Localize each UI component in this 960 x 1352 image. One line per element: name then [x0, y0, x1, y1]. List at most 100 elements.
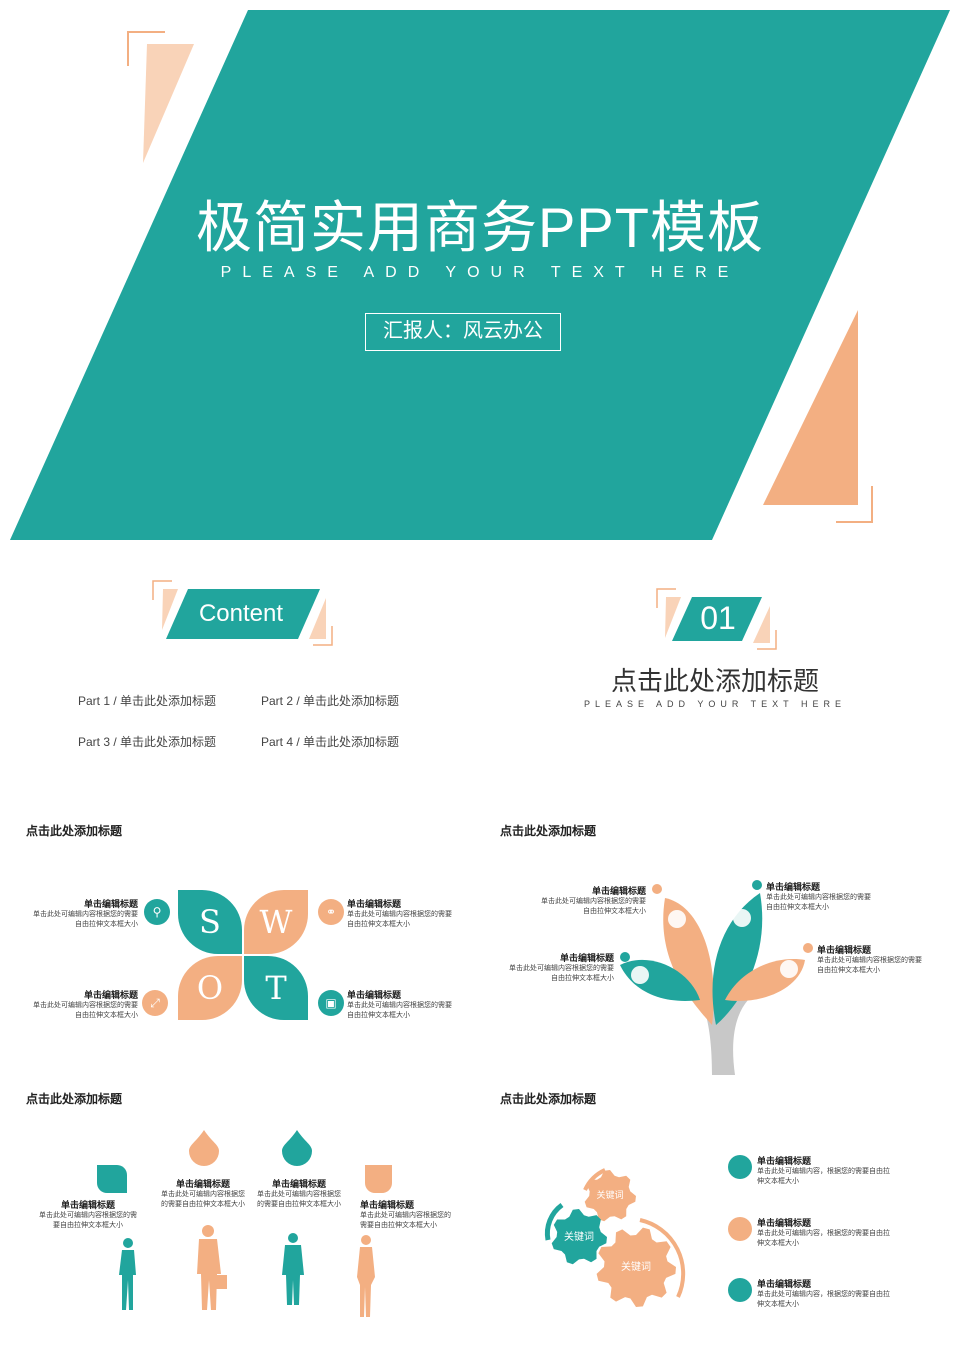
swot-item[interactable]: 单击编辑标题单击此处可编辑内容根据您的需要自由拉伸文本框大小 — [347, 988, 455, 1021]
tree-item[interactable]: 单击编辑标题单击此处可编辑内容根据您的需要自由拉伸文本框大小 — [540, 884, 646, 917]
cover-subtitle: PLEASE ADD YOUR TEXT HERE — [220, 264, 740, 281]
item-desc: 单击此处可编辑内容根据您的需要自由拉伸文本框大小 — [33, 911, 138, 928]
item-desc: 单击此处可编辑内容，根据您的需要自由拉伸文本框大小 — [757, 1230, 890, 1247]
swot-item[interactable]: 单击编辑标题单击此处可编辑内容根据您的需要自由拉伸文本框大小 — [30, 897, 138, 930]
part-item[interactable]: Part 3 / 单击此处添加标题 — [78, 735, 217, 749]
item-title: 单击编辑标题 — [347, 899, 402, 909]
item-title: 单击编辑标题 — [757, 1218, 812, 1228]
swot-item[interactable]: 单击编辑标题单击此处可编辑内容根据您的需要自由拉伸文本框大小 — [347, 897, 455, 930]
gear-item[interactable]: 单击编辑标题单击此处可编辑内容，根据您的需要自由拉伸文本框大小 — [757, 1277, 892, 1310]
tree-icon-megaphone-icon — [668, 910, 686, 928]
item-desc: 单击此处可编辑内容根据您的需要自由拉伸文本框大小 — [39, 1212, 137, 1229]
swot-heading: 点击此处添加标题 — [26, 824, 123, 838]
people-item[interactable]: 单击编辑标题单击此处可编辑内容根据您的需要自由拉伸文本框大小 — [254, 1177, 344, 1210]
radiation-icon — [728, 1278, 752, 1302]
item-desc: 单击此处可编辑内容根据您的需要自由拉伸文本框大小 — [541, 898, 646, 915]
part-item[interactable]: Part 1 / 单击此处添加标题 — [78, 694, 217, 708]
cycle-arrow — [544, 1202, 564, 1241]
gears-heading: 点击此处添加标题 — [500, 1092, 597, 1106]
swot-item[interactable]: 单击编辑标题单击此处可编辑内容根据您的需要自由拉伸文本框大小 — [30, 988, 138, 1021]
gear-shape — [584, 1170, 636, 1222]
tree-icon-database-search-icon — [733, 909, 751, 927]
tree-dot — [620, 952, 630, 962]
people-item[interactable]: 单击编辑标题单击此处可编辑内容根据您的需要自由拉伸文本框大小 — [360, 1198, 454, 1231]
weightlifter-icon: ⚲ — [144, 899, 170, 925]
person-silhouette — [197, 1225, 227, 1310]
resize-icon: ⤢ — [142, 990, 168, 1016]
item-desc: 单击此处可编辑内容，根据您的需要自由拉伸文本框大小 — [757, 1291, 890, 1308]
item-desc: 单击此处可编辑内容根据您的需要自由拉伸文本框大小 — [817, 957, 922, 974]
item-title: 单击编辑标题 — [757, 1279, 812, 1289]
cover-title: 极简实用商务PPT模板 — [196, 196, 764, 259]
item-title: 单击编辑标题 — [271, 1179, 326, 1189]
item-desc: 单击此处可编辑内容根据您的需要自由拉伸文本框大小 — [766, 894, 871, 911]
item-desc: 单击此处可编辑内容根据您的需要自由拉伸文本框大小 — [33, 1002, 138, 1019]
image-icon: ▣ — [318, 990, 344, 1016]
link-icon: ⚭ — [318, 899, 344, 925]
item-desc: 单击此处可编辑内容根据您的需要自由拉伸文本框大小 — [347, 911, 452, 928]
item-desc: 单击此处可编辑内容，根据您的需要自由拉伸文本框大小 — [757, 1168, 890, 1185]
tree-leaf-teal-up — [712, 893, 763, 1025]
content-peach — [309, 598, 326, 639]
part-item[interactable]: Part 2 / 单击此处添加标题 — [261, 694, 400, 708]
globe-icon — [728, 1155, 752, 1179]
section-subtitle: PLEASE ADD YOUR TEXT HERE — [583, 699, 847, 709]
tree-icon-camera-icon — [631, 966, 649, 984]
item-title: 单击编辑标题 — [766, 882, 821, 892]
globe-icon — [365, 1165, 392, 1193]
cover-teal-band — [10, 10, 950, 540]
content-badge-bg — [166, 589, 320, 639]
tree-item[interactable]: 单击编辑标题单击此处可编辑内容根据您的需要自由拉伸文本框大小 — [817, 943, 925, 976]
item-title: 单击编辑标题 — [347, 990, 402, 1000]
cycle-arrow — [639, 1218, 686, 1298]
megaphone-icon — [189, 1130, 219, 1166]
camera-icon — [97, 1165, 127, 1193]
gear-item[interactable]: 单击编辑标题单击此处可编辑内容，根据您的需要自由拉伸文本框大小 — [757, 1216, 892, 1249]
reporter-box[interactable]: 汇报人：风云办公 — [365, 313, 561, 351]
tree-icon-user-icon — [780, 960, 798, 978]
gear-keyword: 关键词 — [621, 1262, 651, 1273]
content-bracket — [313, 626, 333, 646]
content-bracket — [152, 580, 172, 600]
cycle-arrow — [583, 1168, 606, 1191]
gear-item[interactable]: 单击编辑标题单击此处可编辑内容，根据您的需要自由拉伸文本框大小 — [757, 1154, 892, 1187]
person-silhouette — [357, 1235, 375, 1317]
item-desc: 单击此处可编辑内容根据您的需要自由拉伸文本框大小 — [161, 1191, 245, 1208]
item-title: 单击编辑标题 — [559, 953, 614, 963]
people-heading: 点击此处添加标题 — [26, 1092, 123, 1106]
people-item[interactable]: 单击编辑标题单击此处可编辑内容根据您的需要自由拉伸文本框大小 — [38, 1198, 138, 1231]
cover-peach-triangle — [143, 44, 194, 163]
person-silhouette — [282, 1233, 304, 1305]
item-desc: 单击此处可编辑内容根据您的需要自由拉伸文本框大小 — [257, 1191, 341, 1208]
cover-bracket-right — [836, 486, 873, 523]
item-title: 单击编辑标题 — [591, 886, 646, 896]
user-icon — [282, 1130, 312, 1166]
tree-item[interactable]: 单击编辑标题单击此处可编辑内容根据您的需要自由拉伸文本框大小 — [766, 880, 876, 913]
tree-leaf-orange-left — [663, 898, 714, 1025]
section-badge-bg — [672, 597, 762, 641]
person-silhouette — [119, 1238, 136, 1310]
item-desc: 单击此处可编辑内容根据您的需要自由拉伸文本框大小 — [347, 1002, 452, 1019]
content-peach — [162, 589, 178, 630]
part-item[interactable]: Part 4 / 单击此处添加标题 — [261, 735, 400, 749]
section-title: 点击此处添加标题 — [610, 666, 819, 696]
item-title: 单击编辑标题 — [817, 945, 872, 955]
tree-item[interactable]: 单击编辑标题单击此处可编辑内容根据您的需要自由拉伸文本框大小 — [506, 951, 614, 984]
item-title: 单击编辑标题 — [175, 1179, 230, 1189]
item-desc: 单击此处可编辑内容根据您的需要自由拉伸文本框大小 — [509, 965, 614, 982]
compass-icon — [728, 1217, 752, 1241]
tree-dot — [752, 880, 762, 890]
item-desc: 单击此处可编辑内容根据您的需要自由拉伸文本框大小 — [360, 1212, 451, 1229]
people-item[interactable]: 单击编辑标题单击此处可编辑内容根据您的需要自由拉伸文本框大小 — [158, 1177, 248, 1210]
section-bracket — [757, 630, 777, 650]
tree-heading: 点击此处添加标题 — [500, 824, 597, 838]
item-title: 单击编辑标题 — [757, 1156, 812, 1166]
gear-keyword: 关键词 — [564, 1232, 594, 1243]
content-badge: Content — [198, 600, 284, 627]
section-peach — [665, 597, 681, 638]
tree-dot — [652, 884, 662, 894]
item-title: 单击编辑标题 — [60, 1200, 115, 1210]
cover-bracket-left — [127, 31, 165, 66]
gear-shape — [551, 1209, 607, 1265]
